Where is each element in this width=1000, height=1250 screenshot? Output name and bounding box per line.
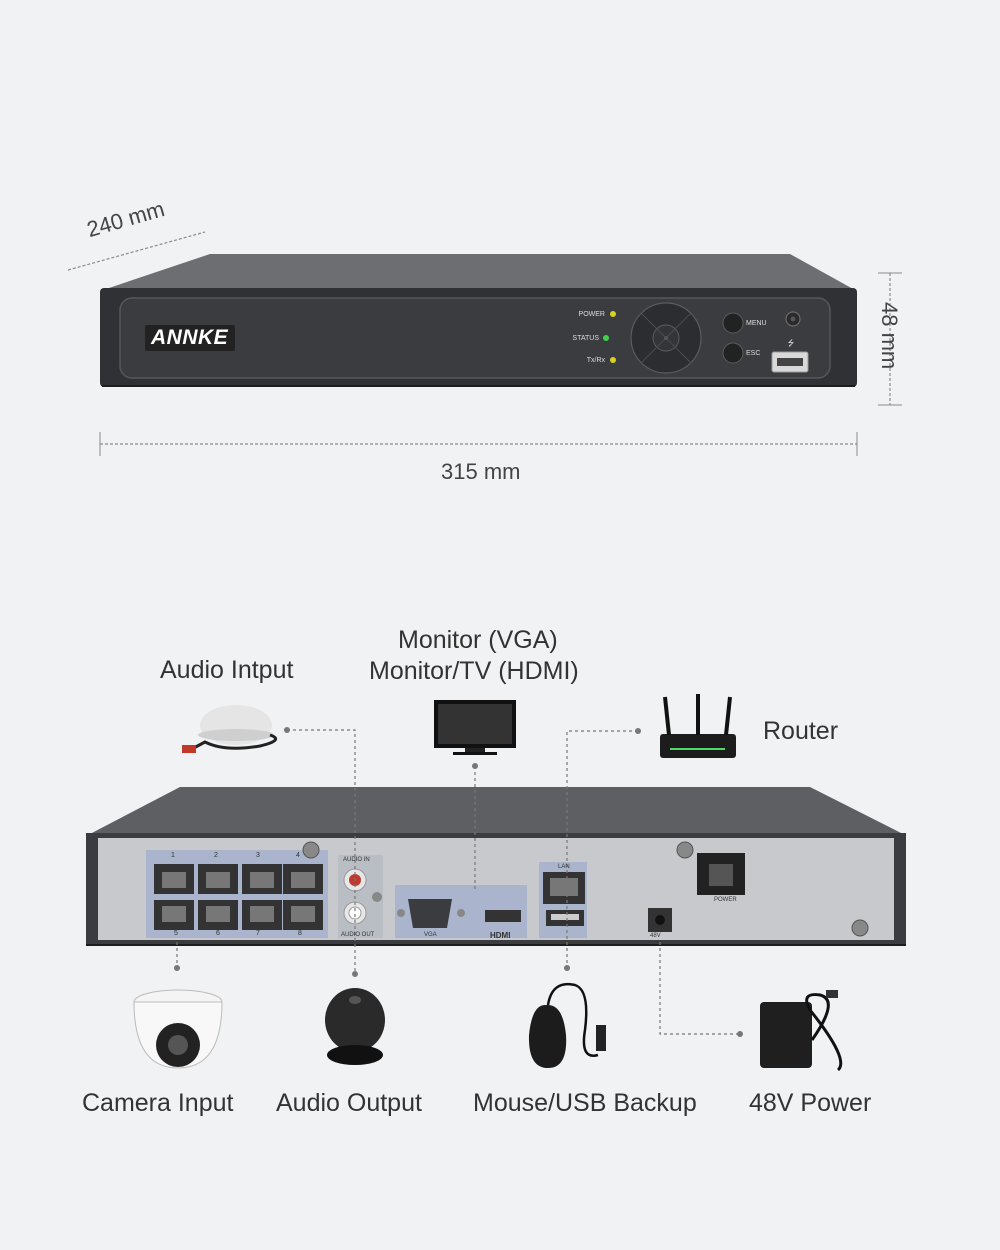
mouse-usb-label: Mouse/USB Backup — [473, 1089, 697, 1117]
brand-logo: ANNKE — [151, 326, 229, 349]
usb-icon: ⭍ — [788, 339, 795, 348]
dome-camera-icon — [133, 989, 223, 1069]
port-number-8: 8 — [298, 930, 302, 937]
rear-view-drawing — [86, 694, 906, 1072]
nvr-front-top-surface — [103, 254, 855, 290]
led-label-status: STATUS — [572, 335, 599, 342]
speaker-icon — [325, 988, 385, 1065]
front-view-drawing: ⭍ — [67, 231, 902, 456]
poe-ports — [154, 864, 323, 930]
vga-label: VGA — [424, 932, 437, 938]
hdmi-port-shape — [485, 910, 521, 922]
menu-button-shape — [722, 312, 744, 334]
audio-input-label: Audio Intput — [160, 656, 294, 684]
esc-button-shape — [722, 342, 744, 364]
depth-dimension-line — [67, 231, 206, 271]
port-number-6: 6 — [216, 930, 220, 937]
audio-in-label: AUDIO IN — [343, 857, 370, 863]
menu-button-label: MENU — [746, 320, 767, 327]
microphone-icon — [182, 705, 278, 753]
hdmi-label: HDMI — [490, 931, 511, 940]
led-power — [610, 311, 616, 317]
router-label: Router — [763, 717, 839, 745]
ground-screw — [851, 919, 869, 937]
power-label: 48V Power — [749, 1089, 872, 1117]
brand-plate — [145, 325, 235, 351]
monitor-icon — [434, 700, 516, 755]
camera-input-label: Camera Input — [82, 1089, 234, 1117]
port-number-1: 1 — [171, 852, 175, 859]
width-label: 315 mm — [441, 459, 521, 484]
port-number-5: 5 — [174, 930, 178, 937]
power-adapter-icon — [760, 990, 843, 1072]
port-number-7: 7 — [256, 930, 260, 937]
port-number-4: 4 — [296, 852, 300, 859]
monitor-vga-label: Monitor (VGA) — [398, 626, 558, 654]
monitor-hdmi-label: Monitor/TV (HDMI) — [369, 657, 579, 685]
led-status — [603, 335, 609, 341]
height-label: 48 mm — [877, 302, 902, 370]
dc-label: 48V — [650, 933, 661, 939]
router-icon — [660, 694, 736, 758]
nvr-rear-top-surface — [88, 787, 905, 835]
port-number-2: 2 — [214, 852, 218, 859]
audio-out-label: AUDIO OUT — [341, 932, 375, 938]
port-number-3: 3 — [256, 852, 260, 859]
led-label-power: POWER — [578, 311, 605, 318]
esc-button-label: ESC — [746, 350, 761, 357]
connection-lines — [176, 729, 740, 1035]
power-switch-label: POWER — [714, 897, 737, 903]
screw-right — [676, 841, 694, 859]
audio-output-label: Audio Output — [276, 1089, 422, 1117]
led-label-txrx: Tx/Rx — [586, 357, 605, 364]
lan-label: LAN — [558, 864, 570, 870]
led-txrx — [610, 357, 616, 363]
screw-top-left — [302, 841, 320, 859]
vga-port-shape — [408, 899, 452, 928]
connection-dots — [174, 727, 743, 1037]
mouse-icon — [528, 982, 606, 1068]
